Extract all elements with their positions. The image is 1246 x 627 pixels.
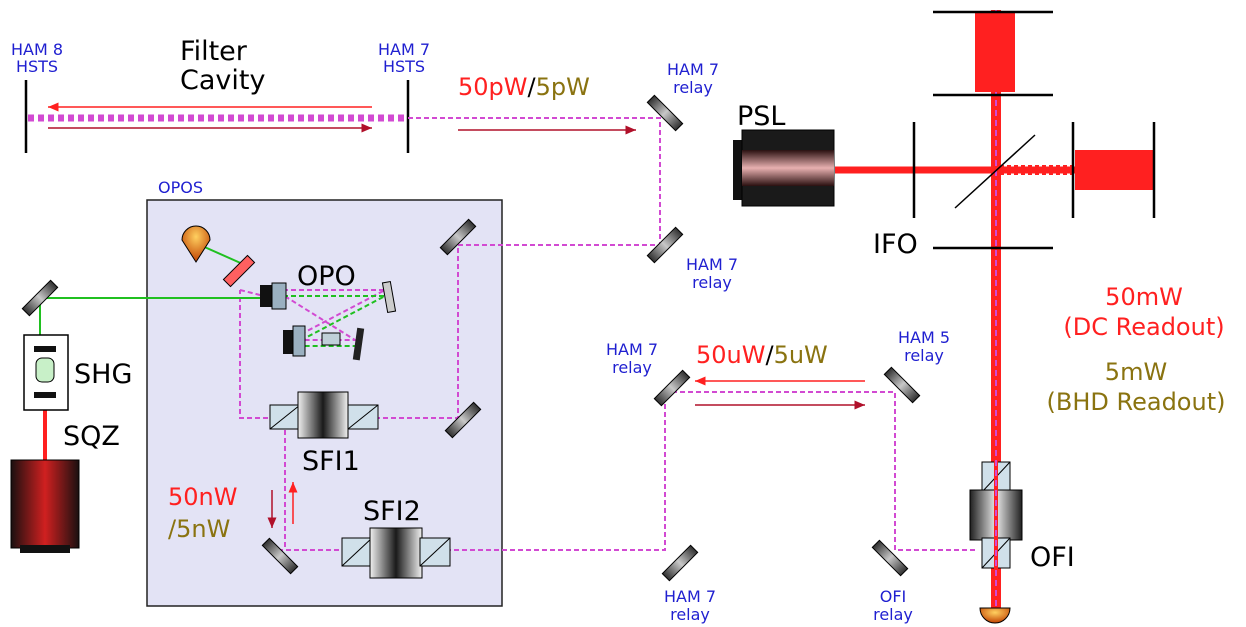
opo-label: OPO [297,261,356,292]
opo-components [260,280,397,361]
ham7-relay-left-mirror [653,369,691,407]
svg-text:SHG: SHG [74,359,132,390]
mid-power-sep: / [765,341,774,369]
ifo-label: IFO [873,229,918,260]
ofi-label: OFI [1030,542,1075,573]
sfi2-isolator [341,527,451,579]
opo-power-red: 50nW [168,483,237,511]
svg-text:HAM 5: HAM 5 [898,328,950,347]
svg-text:50uW/5uW: 50uW/5uW [696,341,828,369]
svg-text:Filter: Filter [180,36,248,67]
fc-power-sep: / [528,73,537,101]
ham5-relay-line1: HAM 5 [898,328,950,347]
shg-unit [23,334,69,411]
svg-text:5mW: 5mW [1105,358,1167,386]
mid-power-red: 50uW [696,341,765,369]
svg-text:HAM 7: HAM 7 [664,587,716,606]
ham8-label-line2: HSTS [16,57,58,76]
svg-text:HAM 7: HAM 7 [686,255,738,274]
pump-steering-mirror [21,279,59,317]
opo-power-olive: /5nW [168,515,230,543]
svg-text:50pW/5pW: 50pW/5pW [458,73,590,101]
psl-label: PSL [737,101,785,132]
svg-text:SFI1: SFI1 [302,446,360,477]
svg-text:IFO: IFO [873,229,918,260]
shg-label: SHG [74,359,132,390]
opos-bottom-right-mirror [444,401,482,439]
ham7-relay-bottom-line2: relay [670,605,710,624]
svg-text:HAM 7: HAM 7 [667,60,719,79]
fc-power-olive: 5pW [536,73,590,101]
dc-readout-line2: (DC Readout) [1063,313,1224,341]
svg-text:/5nW: /5nW [168,515,230,543]
psl-laser [733,129,835,207]
detector-pump-line [199,244,246,266]
sfi1-isolator [269,391,379,439]
ofi-relay-line2: relay [873,605,913,624]
svg-text:HSTS: HSTS [16,57,58,76]
opo-steering-mirror [222,254,256,288]
ofi-relay-mirror [871,539,909,577]
ham8-label-line1: HAM 8 [11,40,63,59]
svg-text:HAM 7: HAM 7 [606,340,658,359]
filter-cavity-label-line1: Filter [180,36,248,67]
mid-power-olive: 5uW [774,341,828,369]
y-arm-cavity-beam [975,12,1015,92]
bhd-readout-line2: (BHD Readout) [1047,388,1226,416]
ifo-detector [979,607,1011,624]
svg-text:relay: relay [673,78,713,97]
svg-text:relay: relay [904,346,944,365]
svg-text:HAM 7: HAM 7 [378,40,430,59]
fc-power-red: 50pW [458,73,528,101]
ham7-relay-mid-mirror [646,226,684,264]
ham7-hsts-label-line2: HSTS [383,57,425,76]
bhd-readout-line1: 5mW [1105,358,1167,386]
ham7-relay-bottom-mirror [661,544,699,582]
svg-text:HAM 8: HAM 8 [11,40,63,59]
mirrors [21,94,921,582]
sqz-label: SQZ [63,421,120,452]
opo-detector [181,225,211,263]
filter-cavity-label-line2: Cavity [180,65,265,96]
svg-text:(BHD Readout): (BHD Readout) [1047,388,1226,416]
svg-text:HSTS: HSTS [383,57,425,76]
svg-text:OFI: OFI [880,587,907,606]
svg-text:50mW: 50mW [1105,283,1183,311]
ham7-relay-bottom-line1: HAM 7 [664,587,716,606]
svg-text:Cavity: Cavity [180,65,265,96]
svg-text:OPOS: OPOS [158,178,203,197]
sfi2-label: SFI2 [363,496,421,527]
opos-top-right-mirror [439,218,477,256]
ham7-relay-top-line2: relay [673,78,713,97]
ham7-relay-left-line1: HAM 7 [606,340,658,359]
ham7-relay-left-line2: relay [612,358,652,377]
svg-text:SQZ: SQZ [63,421,120,452]
ham5-relay-line2: relay [904,346,944,365]
sqz-laser [10,459,80,553]
ifo-mirrors [912,10,1156,250]
svg-text:(DC Readout): (DC Readout) [1063,313,1224,341]
ham7-relay-top-line1: HAM 7 [667,60,719,79]
svg-text:relay: relay [670,605,710,624]
ham7-relay-mid-line1: HAM 7 [686,255,738,274]
sfi1-label: SFI1 [302,446,360,477]
ham7-relay-top-mirror [646,94,684,132]
ham5-relay-mirror [883,366,921,404]
svg-text:OFI: OFI [1030,542,1075,573]
svg-text:relay: relay [873,605,913,624]
svg-text:OPO: OPO [297,261,356,292]
svg-text:PSL: PSL [737,101,785,132]
ham7-relay-mid-line2: relay [692,273,732,292]
ham7-hsts-label-line1: HAM 7 [378,40,430,59]
svg-text:SFI2: SFI2 [363,496,421,527]
ofi-relay-line1: OFI [880,587,907,606]
x-arm-cavity-beam [1075,150,1155,190]
opos-label: OPOS [158,178,203,197]
svg-text:relay: relay [612,358,652,377]
dc-readout-line1: 50mW [1105,283,1183,311]
sfi2-input-mirror [261,537,299,575]
svg-text:relay: relay [692,273,732,292]
svg-text:50nW: 50nW [168,483,237,511]
